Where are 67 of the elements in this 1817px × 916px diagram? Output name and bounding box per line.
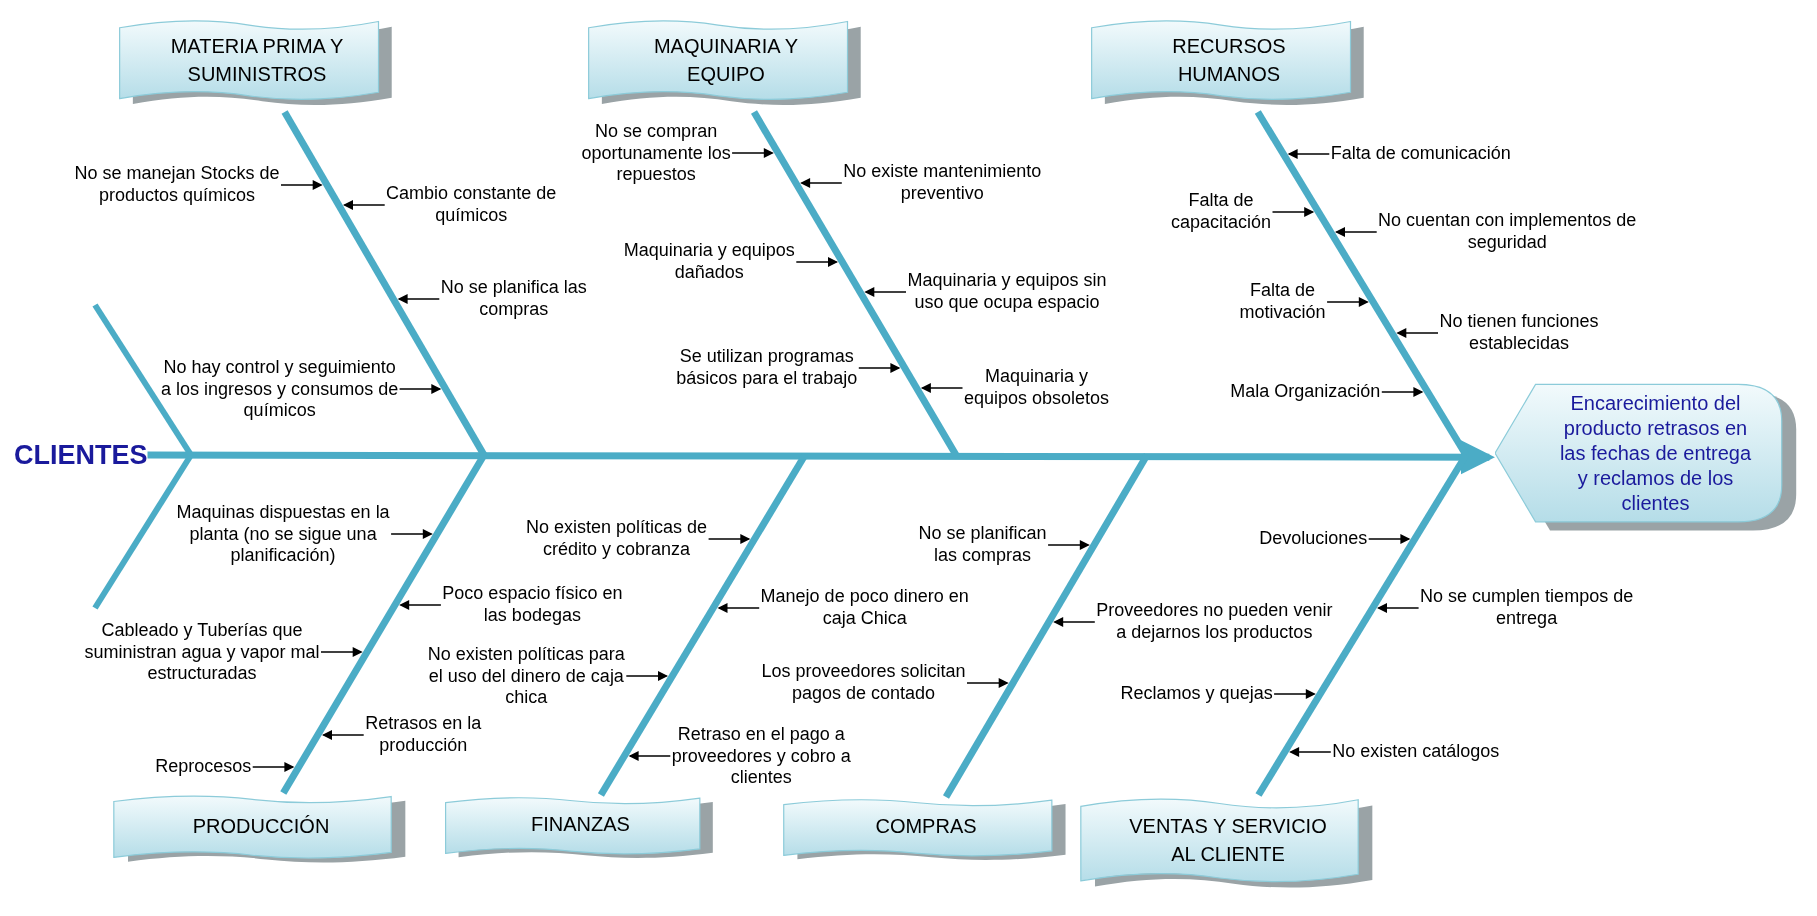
arrow — [280, 180, 323, 190]
arrow — [795, 257, 838, 267]
bone-line — [943, 453, 1150, 799]
arrow — [1047, 540, 1090, 550]
arrow — [1053, 617, 1096, 627]
cause-text: Devoluciones — [1257, 528, 1369, 550]
cause-text: No existen catálogos — [1330, 741, 1501, 763]
cause-text: No se compran oportunamente los repuestos — [580, 120, 733, 186]
cause-text: Poco espacio físico en las bodegas — [440, 583, 624, 627]
cause-text: No existe mantenimiento preventivo — [841, 161, 1043, 205]
arrow — [322, 730, 365, 740]
arrow — [1381, 387, 1424, 397]
arrow — [398, 384, 442, 394]
arrow — [1273, 689, 1316, 699]
arrow — [966, 678, 1009, 688]
arrow — [397, 294, 441, 304]
cause-text: No tienen funciones establecidas — [1437, 311, 1600, 355]
cause-text: Falta de capacitación — [1169, 190, 1273, 234]
arrow — [864, 287, 907, 297]
arrow — [1289, 747, 1332, 757]
cause-text: No existen políticas de crédito y cobranza — [524, 517, 709, 561]
arrow — [390, 529, 433, 539]
arrow — [1396, 328, 1439, 338]
cause-text: Maquinas dispuestas en la planta (no se sigue una planificación) — [175, 501, 392, 567]
spine-arrow — [147, 440, 1495, 475]
cause-text: Manejo de poco dinero en caja Chica — [759, 586, 971, 630]
arrow — [251, 762, 295, 772]
cause-text: Se utilizan programas básicos para el trabajo — [674, 346, 859, 390]
cause-text: No se planifican las compras — [917, 523, 1049, 567]
arrow — [399, 600, 442, 610]
arrow — [1335, 227, 1378, 237]
cause-text: Cambio constante de químicos — [384, 183, 558, 227]
cause-text: Cableado y Tuberías que suministran agua y vapor mal estructuradas — [83, 619, 321, 685]
arrow — [920, 383, 964, 393]
arrow — [628, 751, 672, 761]
arrow — [625, 671, 668, 681]
arrow — [1271, 207, 1315, 217]
arrow — [731, 148, 774, 158]
cause-text: Los proveedores solicitan pagos de contado — [760, 661, 967, 705]
cause-text: Maquinaria y equipos obsoletos — [962, 366, 1111, 410]
arrow — [800, 178, 843, 188]
cause-text: Reclamos y quejas — [1119, 683, 1275, 705]
cause-text: Maquinaria y equipos dañados — [622, 240, 797, 284]
cause-text: Falta de comunicación — [1329, 143, 1513, 165]
cause-text: Reprocesos — [153, 756, 253, 778]
cause-text: No se manejan Stocks de productos químicos — [73, 163, 282, 207]
cause-text: No se planifica las compras — [439, 277, 589, 321]
arrow — [343, 200, 386, 210]
cause-text: Retraso en el pago a proveedores y cobro a clientes — [670, 723, 853, 789]
arrow — [1367, 534, 1411, 544]
arrow — [320, 647, 363, 657]
cause-text: Falta de motivación — [1238, 280, 1328, 324]
arrow — [1326, 297, 1369, 307]
arrow — [1377, 603, 1420, 613]
cause-text: No hay control y seguimiento a los ingresos y consumos de químicos — [159, 356, 400, 422]
cause-text: Retrasos en la producción — [363, 713, 483, 757]
cause-text: Proveedores no pueden venir a dejarnos los productos — [1094, 600, 1334, 644]
cause-text: Mala Organización — [1228, 381, 1382, 403]
cause-text: No cuentan con implementos de seguridad — [1376, 210, 1638, 254]
cause-text: Maquinaria y equipos sin uso que ocupa espacio — [906, 270, 1108, 314]
tail-label: CLIENTES — [14, 439, 148, 471]
arrow — [858, 363, 901, 373]
arrow — [717, 603, 760, 613]
arrow — [707, 534, 751, 544]
arrow — [1287, 149, 1331, 159]
cause-text: No existen políticas para el uso del dinero de caja chica — [426, 643, 627, 709]
cause-text: No se cumplen tiempos de entrega — [1418, 586, 1635, 630]
